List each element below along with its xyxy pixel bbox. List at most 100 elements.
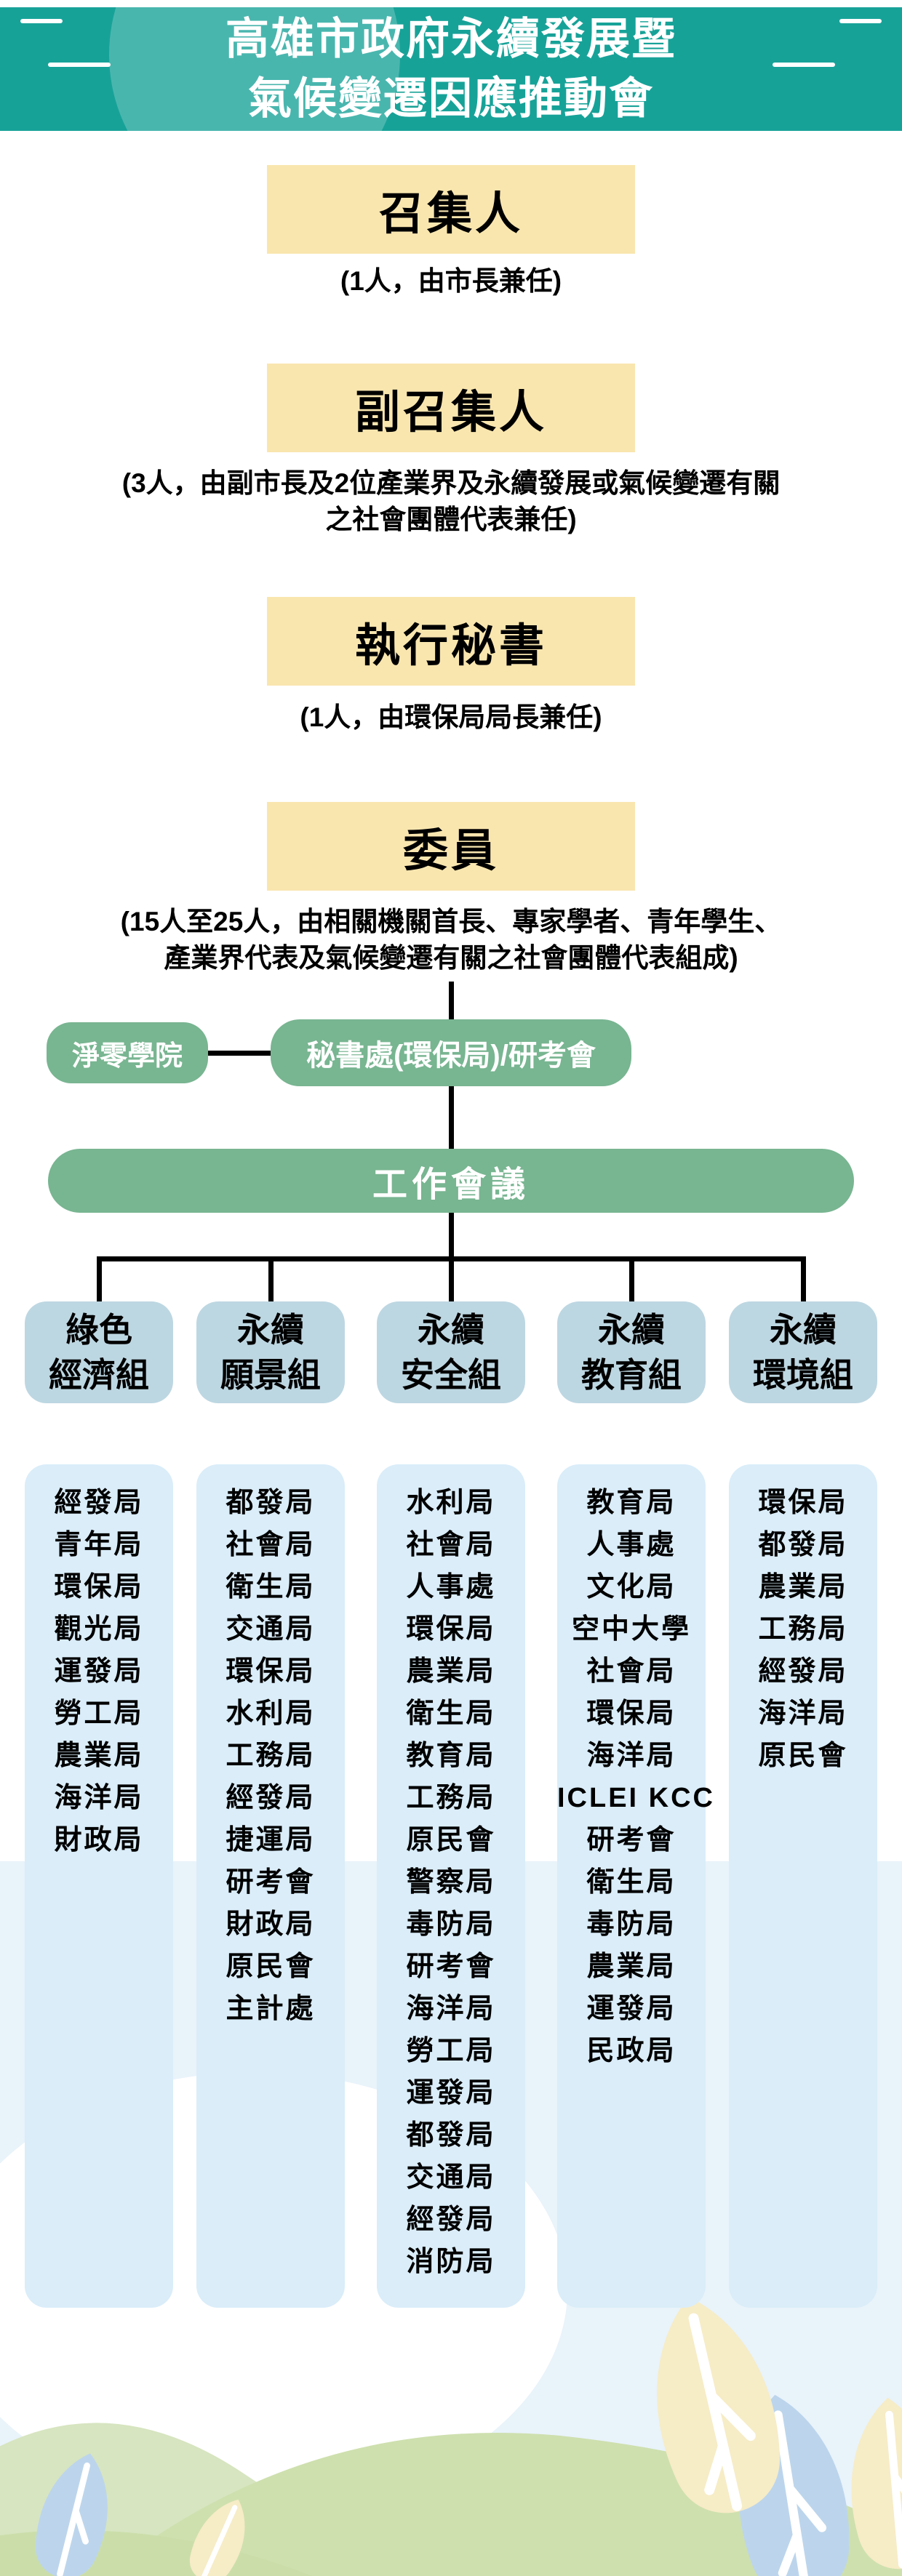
branch-stub-5: [801, 1256, 806, 1301]
corner-dash-top-left: [20, 19, 63, 23]
role-box-convener: 召集人: [267, 165, 635, 254]
branch-stub-4: [629, 1256, 634, 1301]
member-item: 民政局: [586, 2036, 676, 2066]
member-item: 環保局: [54, 1572, 144, 1602]
branch-stub-1: [97, 1256, 102, 1301]
member-item: 社會局: [586, 1656, 676, 1687]
member-item: 農業局: [406, 1656, 496, 1687]
member-item: 交通局: [226, 1614, 316, 1645]
member-item: 社會局: [406, 1530, 496, 1560]
member-item: 青年局: [54, 1530, 144, 1560]
member-item: 農業局: [758, 1572, 848, 1602]
footer-decoration: [0, 2297, 902, 2576]
member-item: 文化局: [586, 1572, 676, 1602]
connector-secretariat-to-meeting: [449, 1086, 454, 1149]
group-header-sustainable-environment: 永續 環境組: [729, 1301, 877, 1403]
member-item: 觀光局: [54, 1614, 144, 1645]
member-item: 運發局: [586, 1994, 676, 2024]
role-note-deputy-convener: (3人，由副市長及2位產業界及永續發展或氣候變遷有關 之社會團體代表兼任): [121, 468, 781, 534]
role-box-executive-secretary: 執行秘書: [267, 597, 635, 686]
dash-left: [48, 63, 111, 67]
work-meeting-bar: 工作會議: [48, 1149, 854, 1213]
member-item: 海洋局: [54, 1783, 144, 1813]
group-member-list-sustainable-vision: 都發局社會局衛生局交通局環保局水利局工務局經發局捷運局研考會財政局原民會主計處: [196, 1464, 345, 2308]
role-box-deputy-convener: 副召集人: [267, 364, 635, 452]
member-item: ICLEI KCC: [557, 1783, 715, 1813]
role-title-convener: 召集人: [378, 189, 523, 239]
connector-committee-to-secretariat: [449, 982, 454, 1024]
member-item: 農業局: [54, 1741, 144, 1771]
member-item: 原民會: [406, 1825, 496, 1855]
connector-academy-secretariat: [208, 1051, 271, 1056]
page-title: 高雄市政府永續發展暨 氣候變遷因應推動會: [226, 15, 676, 123]
header-banner: 高雄市政府永續發展暨 氣候變遷因應推動會: [0, 7, 902, 131]
member-item: 社會局: [226, 1530, 316, 1560]
member-item: 海洋局: [586, 1741, 676, 1771]
leaf-blue-left-icon: [35, 2453, 108, 2576]
leaf-yellow-small-icon: [189, 2499, 245, 2576]
member-item: 研考會: [406, 1951, 496, 1982]
group-member-list-sustainable-safety: 水利局社會局人事處環保局農業局衛生局教育局工務局原民會警察局毒防局研考會海洋局勞…: [377, 1464, 525, 2308]
role-note-executive-secretary: (1人，由環保局局長兼任): [300, 702, 602, 732]
member-item: 財政局: [226, 1909, 316, 1940]
group-header-sustainable-vision: 永續 願景組: [196, 1301, 345, 1403]
member-item: 研考會: [226, 1867, 316, 1898]
group-member-list-sustainable-environment: 環保局都發局農業局工務局經發局海洋局原民會: [729, 1464, 877, 2308]
member-item: 原民會: [226, 1951, 316, 1982]
role-title-committee-members: 委員: [402, 826, 499, 876]
member-item: 人事處: [406, 1572, 496, 1602]
member-item: 經發局: [226, 1783, 316, 1813]
member-item: 水利局: [406, 1488, 496, 1518]
member-item: 工務局: [406, 1783, 496, 1813]
member-item: 原民會: [758, 1741, 848, 1771]
member-item: 環保局: [406, 1614, 496, 1645]
member-item: 經發局: [54, 1488, 144, 1518]
member-item: 毒防局: [586, 1909, 676, 1940]
member-item: 海洋局: [406, 1994, 496, 2024]
member-item: 教育局: [406, 1741, 496, 1771]
member-item: 衛生局: [406, 1698, 496, 1729]
group-header-sustainable-safety: 永續 安全組: [377, 1301, 525, 1403]
member-item: 水利局: [226, 1698, 316, 1729]
secretariat-pill: 秘書處(環保局)/研考會: [271, 1019, 631, 1086]
branch-stub-2: [268, 1256, 274, 1301]
group-header-green-economy: 綠色 經濟組: [25, 1301, 173, 1403]
role-title-deputy-convener: 副召集人: [354, 388, 547, 438]
member-item: 交通局: [406, 2162, 496, 2193]
member-item: 環保局: [758, 1488, 848, 1518]
dash-right: [773, 63, 835, 67]
member-item: 捷運局: [226, 1825, 316, 1855]
member-item: 都發局: [758, 1530, 848, 1560]
member-item: 都發局: [406, 2120, 496, 2151]
member-item: 勞工局: [406, 2036, 496, 2066]
role-box-committee-members: 委員: [267, 802, 635, 891]
member-item: 警察局: [406, 1867, 496, 1898]
member-item: 海洋局: [758, 1698, 848, 1729]
member-item: 研考會: [586, 1825, 676, 1855]
member-item: 運發局: [406, 2078, 496, 2108]
banner-circle-decoration: [109, 7, 400, 131]
member-item: 勞工局: [54, 1698, 144, 1729]
member-item: 經發局: [758, 1656, 848, 1687]
group-member-list-green-economy: 經發局青年局環保局觀光局運發局勞工局農業局海洋局財政局: [25, 1464, 173, 2308]
member-item: 毒防局: [406, 1909, 496, 1940]
branch-stub-3: [449, 1256, 454, 1301]
member-item: 經發局: [406, 2204, 496, 2235]
leaf-yellow-big-icon: [657, 2297, 781, 2513]
member-item: 運發局: [54, 1656, 144, 1687]
member-item: 工務局: [758, 1614, 848, 1645]
member-item: 消防局: [406, 2247, 496, 2277]
member-item: 工務局: [226, 1741, 316, 1771]
role-note-committee-members: (15人至25人，由相關機關首長、專家學者、青年學生、 產業界代表及氣候變遷有關…: [120, 907, 782, 973]
role-note-convener: (1人，由市長兼任): [340, 266, 562, 296]
member-item: 都發局: [226, 1488, 316, 1518]
member-item: 教育局: [586, 1488, 676, 1518]
member-item: 環保局: [586, 1698, 676, 1729]
member-item: 人事處: [586, 1530, 676, 1560]
member-item: 財政局: [54, 1825, 144, 1855]
member-item: 衛生局: [586, 1867, 676, 1898]
member-item: 環保局: [226, 1656, 316, 1687]
member-item: 主計處: [226, 1994, 316, 2024]
